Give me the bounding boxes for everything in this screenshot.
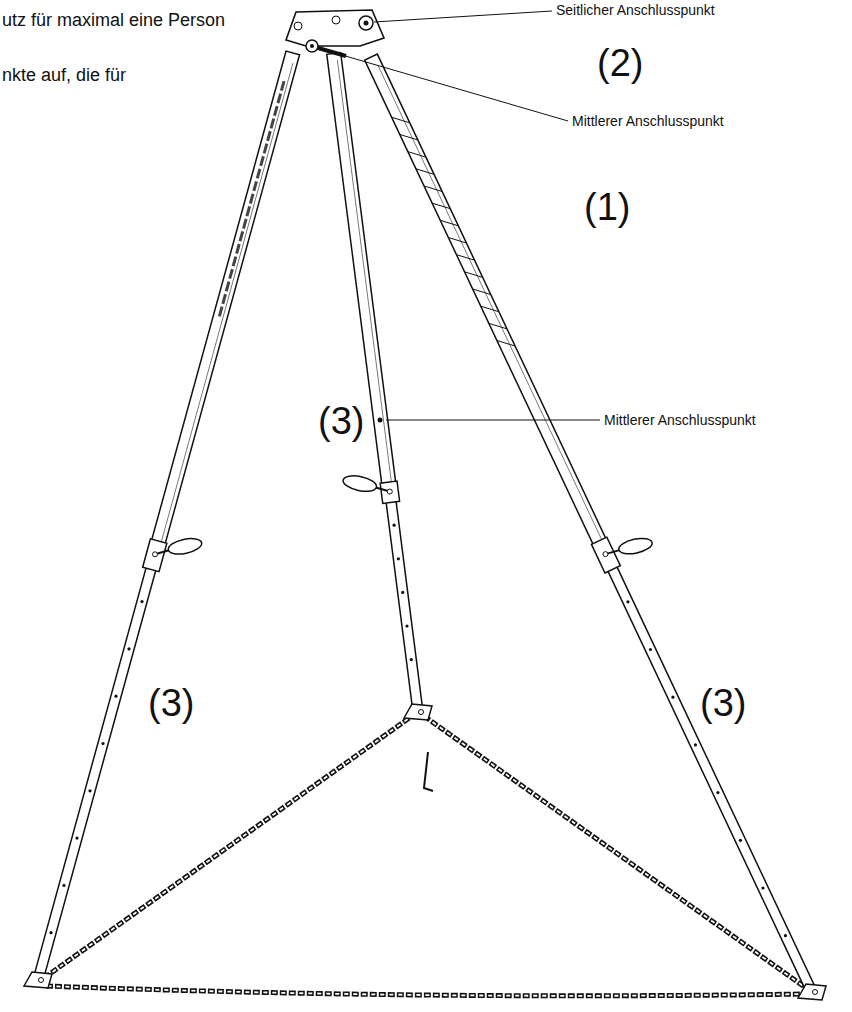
leg-hole xyxy=(397,557,400,560)
chain-group xyxy=(44,716,806,996)
leg-hatching xyxy=(448,238,466,243)
leg-hatching xyxy=(497,341,515,346)
leader-line xyxy=(386,420,600,421)
foot-plate xyxy=(24,972,52,988)
leader-line xyxy=(374,11,552,22)
leg-hatching xyxy=(465,272,483,277)
callout-number: (3) xyxy=(148,684,194,722)
leader-line xyxy=(318,48,568,121)
leg-hatching xyxy=(392,117,410,122)
body-text: nkte auf, die für xyxy=(2,66,126,84)
leg-hole xyxy=(626,600,629,603)
leg-hatching xyxy=(489,323,507,328)
leg-hatching xyxy=(456,255,474,260)
leg-hole xyxy=(405,624,408,627)
leg-label-strip xyxy=(219,81,284,318)
leg-hole xyxy=(140,600,143,603)
chain xyxy=(46,986,804,996)
leg-hole xyxy=(392,524,395,527)
leg-hole xyxy=(694,743,697,746)
foot-bolt xyxy=(813,990,818,995)
center-pulley-hole xyxy=(310,44,314,48)
leg-hole xyxy=(410,658,413,661)
callout-number: (3) xyxy=(700,684,746,722)
leg-hole xyxy=(88,789,91,792)
leg-upper-tube xyxy=(146,51,300,566)
leg-hole xyxy=(49,931,52,934)
leg-hole xyxy=(649,648,652,651)
point-label: Mittlerer Anschlusspunkt xyxy=(572,114,724,128)
leader-line-thick xyxy=(318,48,346,56)
chain-link xyxy=(46,986,804,996)
side-anchor-hole xyxy=(364,21,369,26)
side-anchor xyxy=(359,16,373,30)
foot-bolt xyxy=(419,710,424,715)
leg-edge xyxy=(158,63,293,555)
clamp-lever xyxy=(342,473,378,494)
clamp-pin xyxy=(387,489,392,494)
tripod-head xyxy=(286,10,384,52)
foot-plate xyxy=(798,984,826,1000)
leg-hatching xyxy=(473,289,491,294)
leg-hole xyxy=(62,884,65,887)
leg-upper-tube xyxy=(365,54,617,567)
leg-collar xyxy=(143,539,167,572)
leg-edge xyxy=(378,65,608,552)
leg-hole xyxy=(761,886,764,889)
leg-lower-tube xyxy=(583,514,817,994)
head-plate xyxy=(286,10,384,46)
center-pulley xyxy=(306,40,318,52)
leg-hatching xyxy=(481,306,499,311)
leg-hole xyxy=(671,696,674,699)
leg-group xyxy=(24,51,826,1000)
clamp-lever xyxy=(617,536,653,557)
point-label: Mittlerer Anschlusspunkt xyxy=(604,413,756,427)
leg-collar xyxy=(591,537,620,573)
clamp-lever xyxy=(167,536,203,557)
head-bolt xyxy=(332,16,340,24)
leg-hatching xyxy=(424,186,442,191)
callout-number: (2) xyxy=(597,44,643,82)
leg-hatching xyxy=(440,220,458,225)
leg-hole xyxy=(75,837,78,840)
foot-bolt xyxy=(39,978,44,983)
leg-hatching xyxy=(432,203,450,208)
leg-hatching xyxy=(416,169,434,174)
leg-collar xyxy=(380,481,399,503)
leg-hatching xyxy=(400,134,418,139)
leg-hole xyxy=(101,742,104,745)
leg-hole xyxy=(401,591,404,594)
leg-hatching xyxy=(408,152,426,157)
foot-plate xyxy=(404,704,432,720)
leg-hole xyxy=(739,839,742,842)
leg-hole xyxy=(716,791,719,794)
chain-hook xyxy=(424,752,433,791)
side-eye xyxy=(294,22,302,30)
leader-lines xyxy=(318,11,600,423)
leg-hole xyxy=(784,934,787,937)
clamp-pin xyxy=(153,552,158,557)
leg-hole xyxy=(127,647,130,650)
anchor-dot xyxy=(378,418,383,423)
body-text: utz für maximal eine Person xyxy=(2,11,225,29)
callout-number: (3) xyxy=(318,402,364,440)
callout-number: (1) xyxy=(584,188,630,226)
point-label: Seitlicher Anschlusspunkt xyxy=(556,3,715,17)
leg-lower-tube xyxy=(33,515,170,981)
leg-hole xyxy=(114,695,117,698)
clamp-pin xyxy=(603,552,608,557)
